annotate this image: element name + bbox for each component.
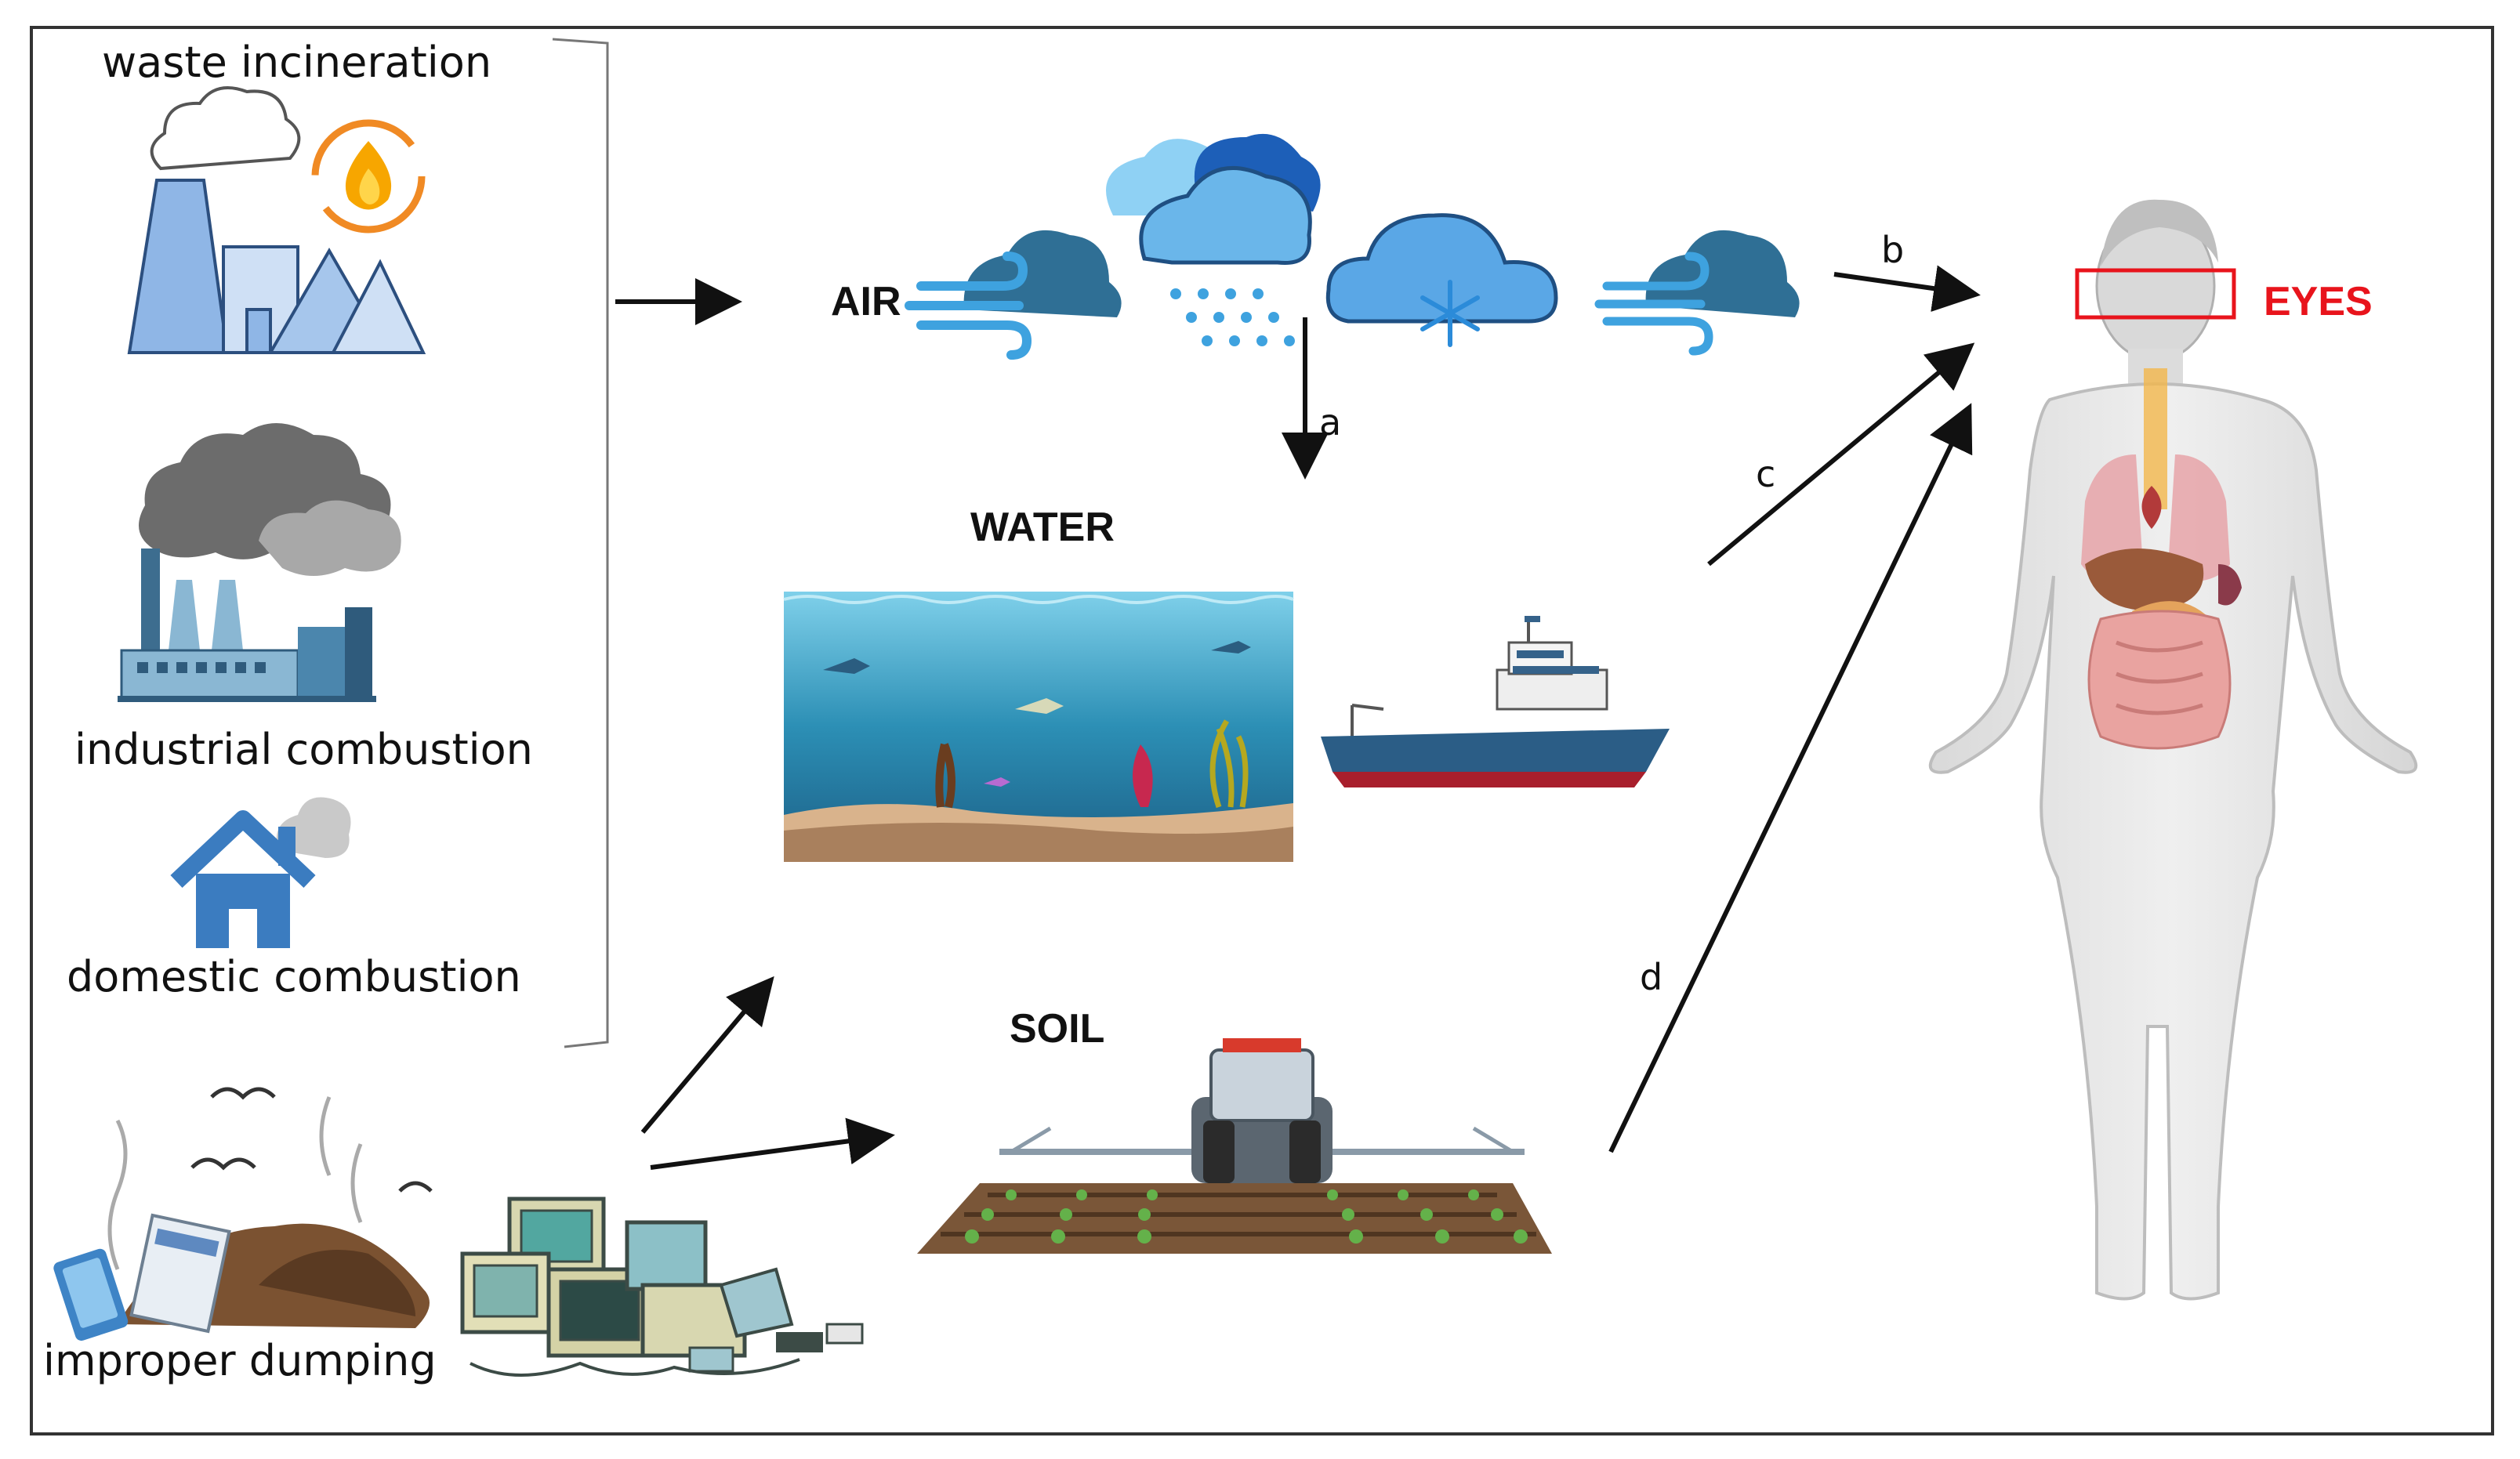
label-pathway-b: b [1881,229,1905,271]
label-water: WATER [970,505,1115,550]
label-air: AIR [831,279,901,324]
landfill-icon [53,1087,433,1341]
human-body-icon [1928,199,2418,1301]
arrow-d-soil-to-eyes [1608,403,1973,1153]
arrow-c-water-to-eyes [1707,342,1975,567]
eyes-highlight-box [2075,268,2236,320]
label-soil: SOIL [1010,1006,1105,1052]
wind-cloud-icon-2 [1594,230,1800,356]
label-pathway-c: c [1756,453,1776,495]
label-pathway-d: d [1640,956,1663,998]
ship-icon [1321,616,1670,787]
wind-cloud-icon [905,230,1122,360]
label-eyes: EYES [2264,279,2373,324]
arrow-b-air-to-eyes [1833,265,1981,312]
outer-frame [30,26,2494,1435]
snow-cloud-icon [1325,213,1558,347]
label-improper-dumping: improper dumping [43,1336,437,1385]
ewaste-pile-icon [460,1197,864,1377]
factory-smoke-icon [118,423,401,702]
sea-underwater-icon [783,592,1294,862]
label-pathway-a: a [1319,401,1342,443]
label-industrial-combustion: industrial combustion [74,725,533,774]
arrow-dumping-to-water [640,976,774,1134]
label-domestic-combustion: domestic combustion [67,952,521,1001]
arrow-dumping-to-soil [650,1117,895,1170]
tractor-sprayer-icon [917,1038,1552,1254]
sources-bracket [552,38,609,1048]
fire-cycle-icon [311,119,426,234]
rain-cloud-icon [1106,133,1321,346]
house-smoke-icon [170,797,351,948]
label-waste-incineration: waste incineration [102,38,492,87]
incinerator-plant-icon [127,86,426,354]
